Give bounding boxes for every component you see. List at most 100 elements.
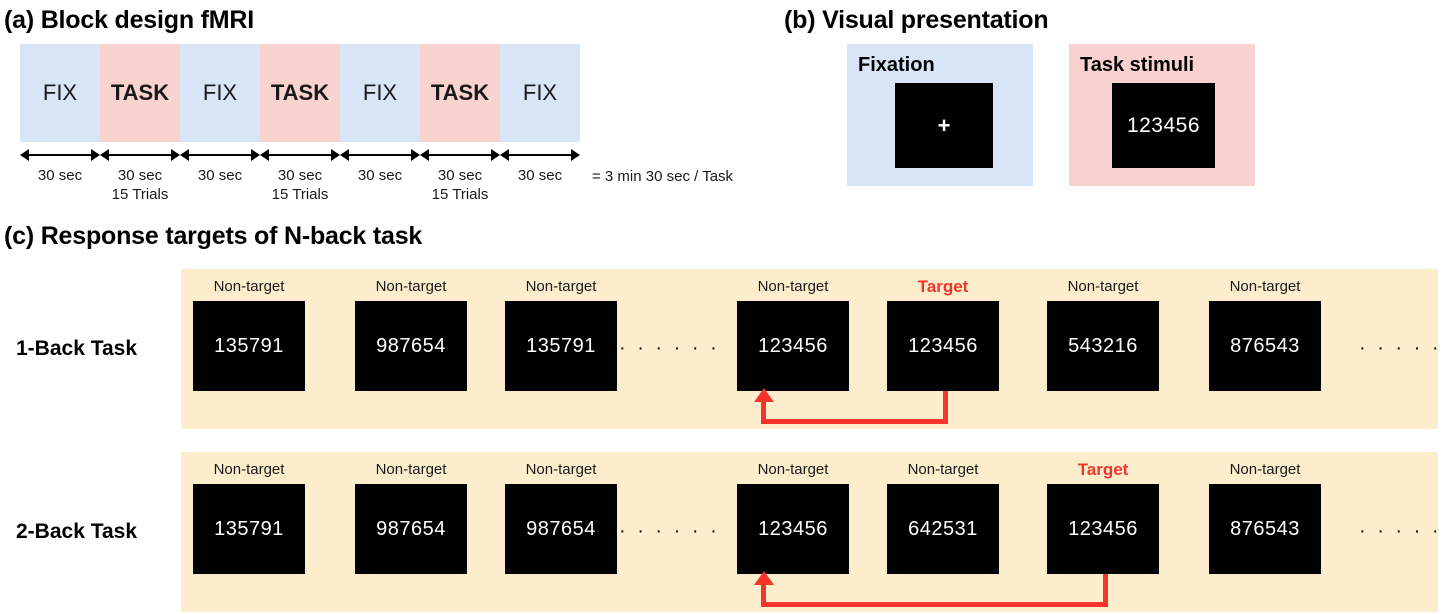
stimulus-screen: 543216 [1047,301,1159,391]
duration-value: 30 sec [277,167,323,184]
trials-count: 15 Trials [271,186,329,203]
fixation-card-label: Fixation [858,54,935,76]
arrow-head-up-icon [754,388,774,402]
panel-c-title: (c) Response targets of N-back task [4,222,423,250]
panel-a-title: (a) Block design fMRI [4,6,254,34]
nback-connector-arrow [181,269,1438,429]
sequence-ellipsis: · · · · · · [1359,520,1443,542]
target-tag: Target [1077,460,1129,479]
row-label-2back: 2-Back Task [16,520,138,543]
duration-arrow-1 [100,146,180,164]
duration-value: 30 sec [357,167,403,184]
arrow-head-right-icon [251,149,260,161]
duration-arrow-3 [260,146,340,164]
trials-count: 15 Trials [111,186,169,203]
non-target-tag: Non-target [907,461,979,478]
stimulus-screen: 123456 [887,301,999,391]
stimulus-digits: 123456 [758,517,828,540]
block-fix-0: FIX [20,44,100,142]
block-fix-6: FIX [500,44,580,142]
arrow-shaft [184,154,256,156]
non-target-tag: Non-target [375,461,447,478]
duration-label-6: 30 sec [500,166,580,206]
stimulus-item: Non-target 987654 [355,460,467,574]
stimulus-digits: 123456 [1068,517,1138,540]
duration-arrow-0 [20,146,100,164]
duration-label-3: 30 sec 15 Trials [260,166,340,206]
arrow-shaft [344,154,416,156]
stimulus-screen: 876543 [1209,484,1321,574]
stimulus-digits: 135791 [214,517,284,540]
arrow-segment-down [1103,574,1108,607]
non-target-tag: Non-target [1229,278,1301,295]
duration-arrow-5 [420,146,500,164]
duration-label-4: 30 sec [340,166,420,206]
task-stimuli-digits: 123456 [1126,113,1201,137]
stimulus-digits: 987654 [376,334,446,357]
duration-value: 30 sec [37,167,83,184]
arrow-head-right-icon [571,149,580,161]
duration-value: 30 sec [197,167,243,184]
trials-count: 15 Trials [431,186,489,203]
arrow-head-right-icon [411,149,420,161]
stimulus-screen: 135791 [193,484,305,574]
stimulus-item: Target 123456 [887,277,999,391]
stimulus-digits: 123456 [758,334,828,357]
stimulus-digits: 642531 [908,517,978,540]
target-tag: Target [917,277,969,296]
sequence-ellipsis: · · · · · · [619,520,720,542]
stimulus-screen: 987654 [505,484,617,574]
nback-connector-arrow [181,452,1438,612]
duration-arrow-4 [340,146,420,164]
block-fix-2: FIX [180,44,260,142]
stimulus-item: Non-target 123456 [737,460,849,574]
non-target-tag: Non-target [757,461,829,478]
arrow-head-right-icon [491,149,500,161]
stimulus-screen: 987654 [355,484,467,574]
fixation-screen: + [895,83,993,168]
task-stimuli-card: Task stimuli 123456 [1069,44,1255,186]
stimulus-item: Non-target 642531 [887,460,999,574]
stimulus-digits: 123456 [908,334,978,357]
stimulus-screen: 642531 [887,484,999,574]
arrow-shaft [24,154,96,156]
non-target-tag: Non-target [525,278,597,295]
stimulus-digits: 876543 [1230,334,1300,357]
block-fix-4: FIX [340,44,420,142]
block-duration-labels: 30 sec 30 sec 15 Trials 30 sec 30 sec 15 Tria… [20,166,580,206]
fixation-card: Fixation + [847,44,1033,186]
task-stimuli-screen: 123456 [1112,83,1215,168]
stimulus-screen: 876543 [1209,301,1321,391]
non-target-tag: Non-target [213,278,285,295]
stimulus-screen: 987654 [355,301,467,391]
block-task-3: TASK [260,44,340,142]
stimulus-digits: 876543 [1230,517,1300,540]
duration-arrow-6 [500,146,580,164]
arrow-shaft [424,154,496,156]
sequence-ellipsis: · · · · · · [619,337,720,359]
arrow-head-right-icon [171,149,180,161]
arrow-head-up-icon [754,571,774,585]
block-duration-arrows [20,146,580,164]
duration-label-0: 30 sec [20,166,100,206]
stimulus-digits: 543216 [1068,334,1138,357]
total-duration-label: = 3 min 30 sec / Task [592,168,734,185]
arrow-shaft [104,154,176,156]
arrow-head-right-icon [91,149,100,161]
duration-value: 30 sec [517,167,563,184]
stimulus-digits: 987654 [526,517,596,540]
duration-label-2: 30 sec [180,166,260,206]
